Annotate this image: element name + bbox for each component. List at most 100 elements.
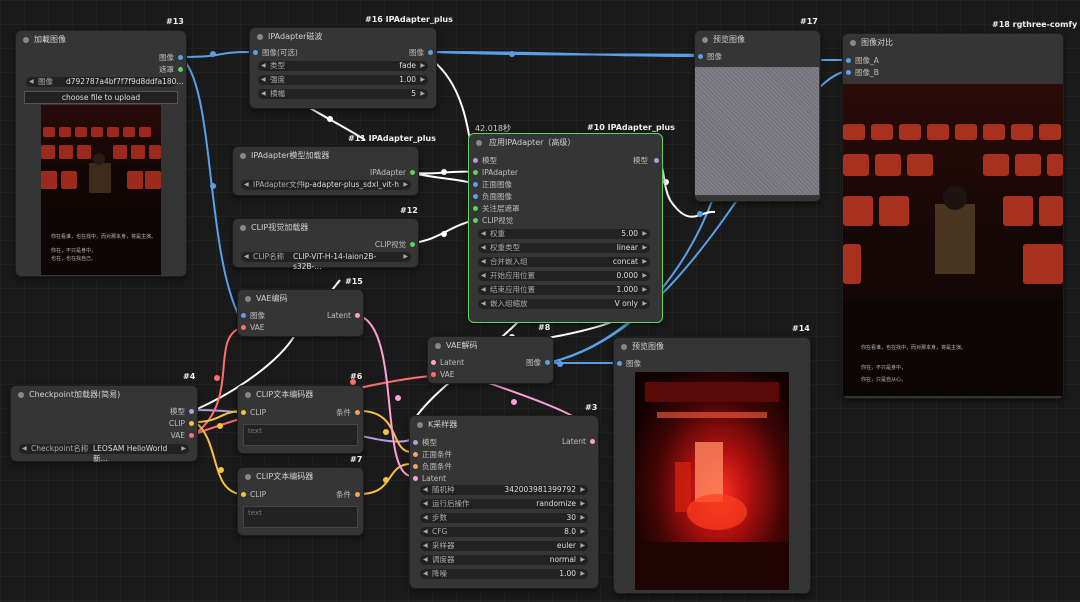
input-image-socket[interactable] [253, 50, 258, 55]
image-file-combo[interactable]: ◀ 图像 d792787a4bf7f7f9d8ddfa180... [26, 77, 184, 87]
increment-arrow-icon[interactable]: ▶ [642, 300, 647, 307]
increment-arrow-icon[interactable]: ▶ [642, 244, 647, 251]
decrement-arrow-icon[interactable]: ◀ [481, 258, 486, 265]
input-latent-socket[interactable] [431, 360, 436, 365]
decrement-arrow-icon[interactable]: ◀ [481, 230, 486, 237]
decrement-arrow-icon[interactable]: ◀ [423, 486, 428, 493]
increment-arrow-icon[interactable]: ▶ [580, 528, 585, 535]
decrement-arrow-icon[interactable]: ◀ [423, 542, 428, 549]
clip-text-encode-node[interactable]: CLIP文本编码器 CLIP 条件 text [237, 467, 364, 536]
increment-arrow-icon[interactable]: ▶ [420, 62, 425, 69]
prompt-textarea[interactable]: text [243, 424, 358, 446]
input-image-socket[interactable] [241, 313, 246, 318]
input-image-b-socket[interactable] [846, 70, 851, 75]
increment-arrow-icon[interactable]: ▶ [642, 230, 647, 237]
input-socket[interactable] [413, 476, 418, 481]
increment-arrow-icon[interactable]: ▶ [580, 500, 585, 507]
input-clip-socket[interactable] [241, 492, 246, 497]
decrement-arrow-icon[interactable]: ◀ [481, 272, 486, 279]
preview-image-node[interactable]: 预览图像 图像 [613, 337, 811, 594]
input-socket[interactable] [413, 452, 418, 457]
output-image-socket[interactable] [545, 360, 550, 365]
input-socket[interactable] [473, 194, 478, 199]
output-clip-vision-socket[interactable] [410, 242, 415, 247]
decrement-arrow-icon[interactable]: ◀ [481, 300, 486, 307]
input-socket[interactable] [473, 182, 478, 187]
increment-arrow-icon[interactable]: ▶ [580, 556, 585, 563]
decrement-arrow-icon[interactable]: ◀ [423, 528, 428, 535]
upload-button[interactable]: choose file to upload [24, 91, 178, 104]
output-model-socket[interactable] [189, 409, 194, 414]
decrement-arrow-icon[interactable]: ◀ [423, 556, 428, 563]
decrement-arrow-icon[interactable]: ◀ [244, 253, 249, 260]
input-socket[interactable] [413, 440, 418, 445]
input-socket[interactable] [473, 218, 478, 223]
increment-arrow-icon[interactable]: ▶ [403, 253, 408, 260]
decrement-arrow-icon[interactable]: ◀ [423, 570, 428, 577]
input-clip-socket[interactable] [241, 410, 246, 415]
apply-ipadapter-node[interactable]: 应用IPAdapter（高级） 模型 模型 IPAdapter 正面图像 负面图… [468, 133, 663, 323]
output-clip-socket[interactable] [189, 421, 194, 426]
increment-arrow-icon[interactable]: ▶ [403, 181, 408, 188]
checkpoint-loader-node[interactable]: Checkpoint加载器(简易) 模型 CLIP VAE ◀Checkpoin… [10, 385, 198, 463]
decrement-arrow-icon[interactable]: ◀ [481, 286, 486, 293]
increment-arrow-icon[interactable]: ▶ [420, 90, 425, 97]
image-compare-node[interactable]: 图像对比 图像_A 图像_B 你在看谁，也在找中，而对那本身，将是主演。 你在，… [842, 33, 1064, 399]
output-conditioning-socket[interactable] [355, 410, 360, 415]
decrement-arrow-icon[interactable]: ◀ [22, 445, 27, 452]
increment-arrow-icon[interactable]: ▶ [580, 542, 585, 549]
decrement-arrow-icon[interactable]: ◀ [29, 78, 34, 85]
decrement-arrow-icon[interactable]: ◀ [244, 181, 249, 188]
input-socket[interactable] [473, 206, 478, 211]
decrement-arrow-icon[interactable]: ◀ [261, 62, 266, 69]
increment-arrow-icon[interactable]: ▶ [181, 445, 186, 452]
output-mask-socket[interactable] [178, 67, 183, 72]
decrement-arrow-icon[interactable]: ◀ [261, 76, 266, 83]
decrement-arrow-icon[interactable]: ◀ [481, 244, 486, 251]
prompt-textarea[interactable]: text [243, 506, 358, 528]
vae-encode-node[interactable]: VAE编码 图像 VAE Latent [237, 289, 364, 337]
clip-text-encode-node[interactable]: CLIP文本编码器 CLIP 条件 text [237, 385, 364, 454]
output-ipadapter-socket[interactable] [410, 170, 415, 175]
increment-arrow-icon[interactable]: ▶ [642, 258, 647, 265]
increment-arrow-icon[interactable]: ▶ [642, 286, 647, 293]
vae-decode-node[interactable]: VAE解码 Latent VAE 图像 [427, 336, 554, 384]
input-socket[interactable] [473, 170, 478, 175]
increment-arrow-icon[interactable]: ▶ [642, 272, 647, 279]
input-vae-socket[interactable] [241, 325, 246, 330]
input-vae-socket[interactable] [431, 372, 436, 377]
preview-image-node[interactable]: 预览图像 图像 [694, 30, 821, 202]
input-image-a-socket[interactable] [846, 58, 851, 63]
increment-arrow-icon[interactable]: ▶ [580, 486, 585, 493]
output-latent-socket[interactable] [590, 439, 595, 444]
output-vae-socket[interactable] [189, 433, 194, 438]
output-image-socket[interactable] [428, 50, 433, 55]
load-image-node[interactable]: 加載图像 图像 遮罩 ◀ 图像 d792787a4bf7f7f9d8ddfa18… [15, 30, 187, 277]
decrement-arrow-icon[interactable]: ◀ [261, 90, 266, 97]
increment-arrow-icon[interactable]: ▶ [580, 514, 585, 521]
output-model-socket[interactable] [654, 158, 659, 163]
output-conditioning-socket[interactable] [355, 492, 360, 497]
